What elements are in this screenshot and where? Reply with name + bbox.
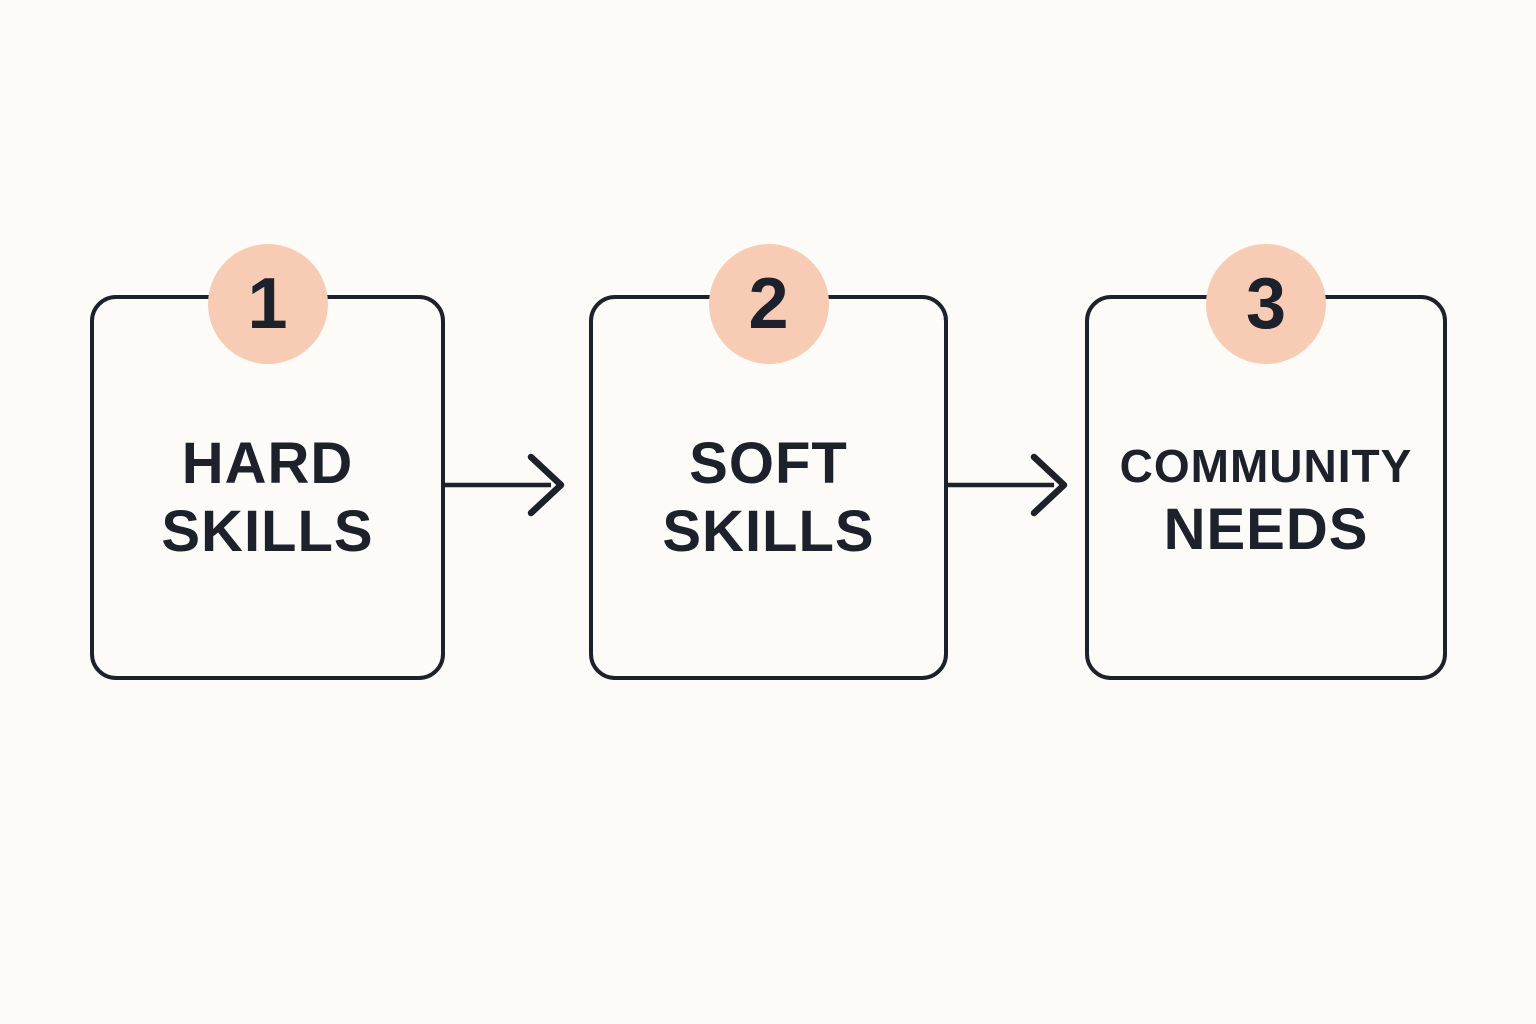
- step-label-line1: COMMUNITY: [1119, 439, 1413, 492]
- step-number: 1: [247, 264, 288, 344]
- step-box-hard-skills: 1 HARD SKILLS: [90, 244, 445, 680]
- step-box-soft-skills: 2 SOFT SKILLS: [589, 244, 948, 680]
- step-label-line1: SOFT: [689, 430, 848, 496]
- step-label: HARD SKILLS: [94, 299, 441, 676]
- step-label: COMMUNITY NEEDS: [1089, 299, 1443, 676]
- step-label: SOFT SKILLS: [593, 299, 944, 676]
- step-box-community-needs: 3 COMMUNITY NEEDS: [1085, 244, 1447, 680]
- arrow-right-icon: [948, 453, 1068, 517]
- step-number-badge: 1: [207, 244, 328, 364]
- arrow-right-icon: [445, 453, 565, 517]
- step-number-badge: 2: [708, 244, 829, 364]
- step-label-line2: SKILLS: [161, 498, 374, 564]
- step-label-line1: HARD: [181, 430, 354, 496]
- step-label-line2: NEEDS: [1163, 496, 1369, 562]
- step-number: 2: [748, 264, 789, 344]
- step-number: 3: [1245, 264, 1287, 344]
- step-number-badge: 3: [1206, 244, 1326, 364]
- step-label-line2: SKILLS: [662, 498, 875, 564]
